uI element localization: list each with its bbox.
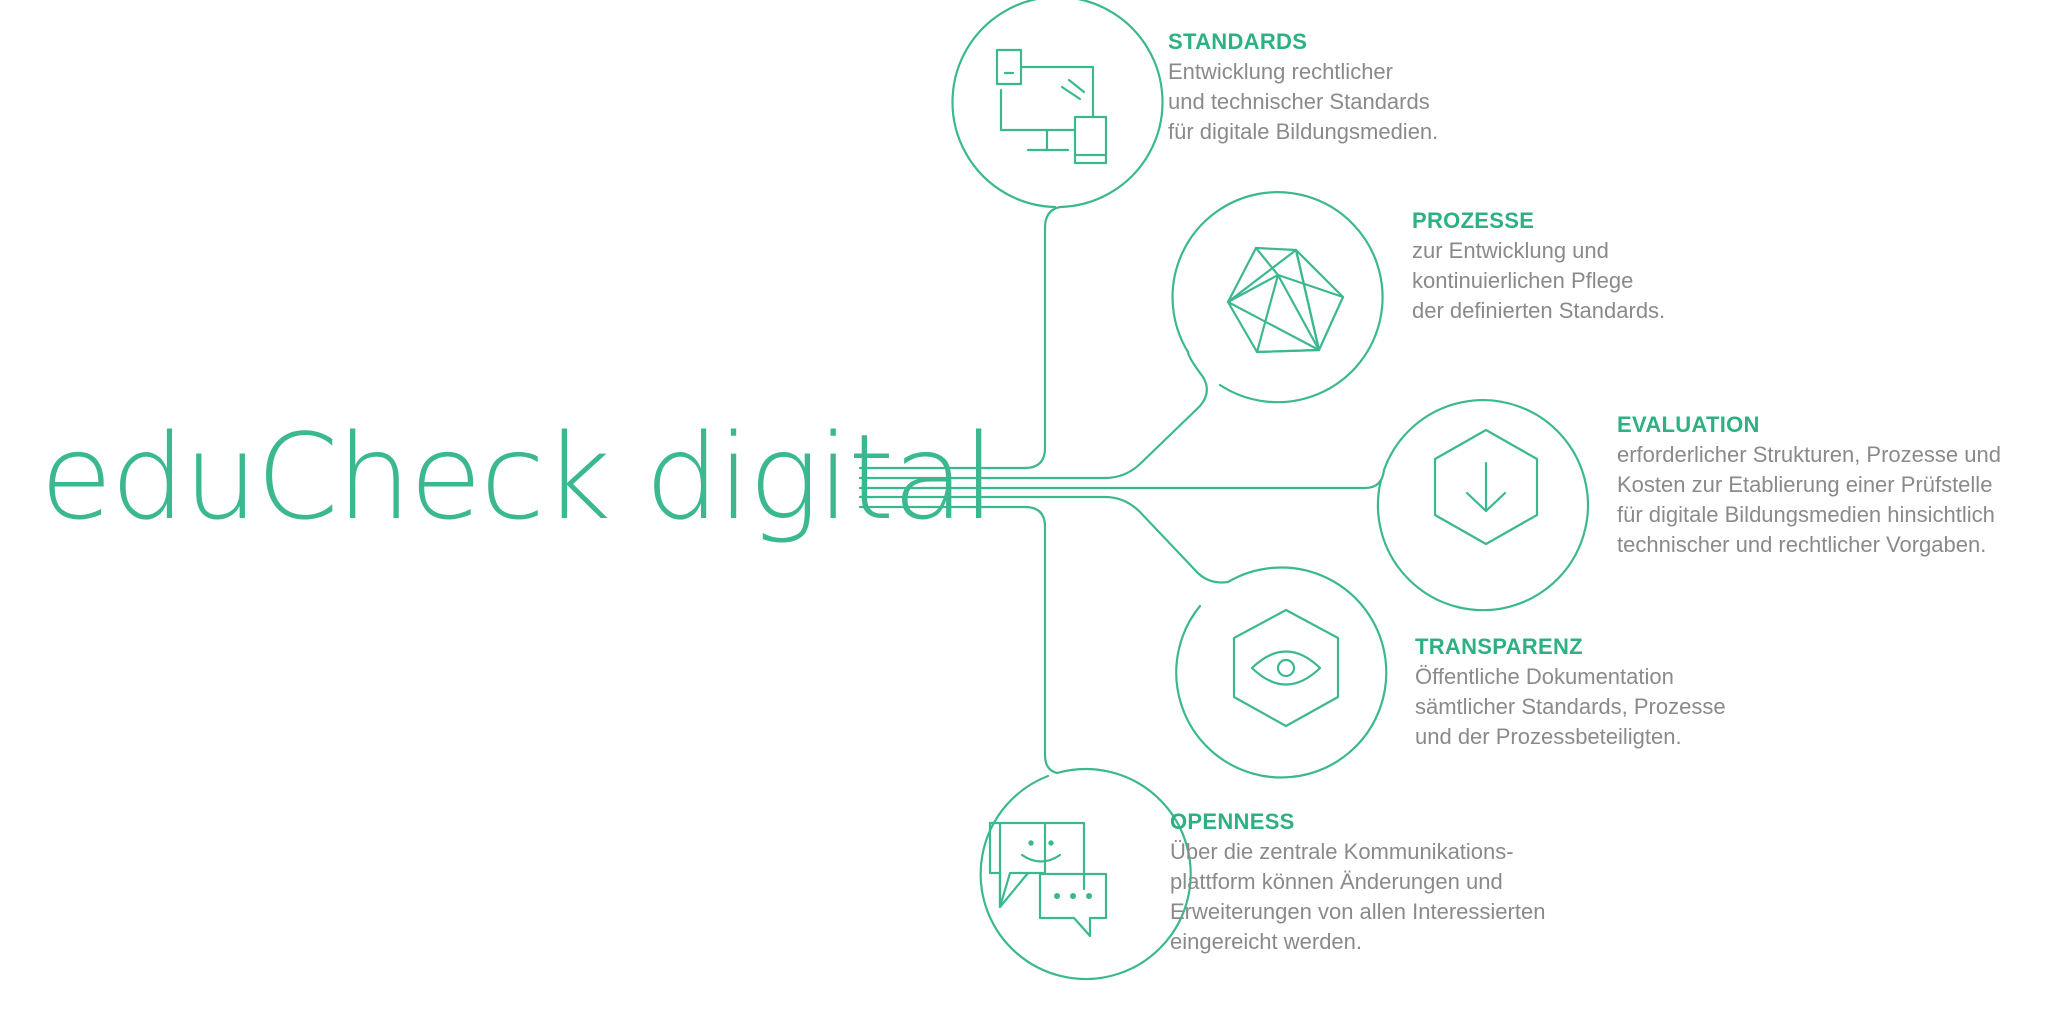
openness-line: Über die zentrale Kommunikations- [1170,839,1514,864]
evaluation-circle [1376,399,1590,612]
evaluation-line: technischer und rechtlicher Vorgaben. [1617,532,1987,557]
transparenz-circle [1175,566,1388,779]
prozesse-circle [1171,191,1384,404]
standards-text-block: STANDARDS Entwicklung rechtlicher und te… [1168,27,1438,147]
standards-line: und technischer Standards [1168,89,1430,114]
connector-lines [858,205,1386,775]
hexagon-arrow-down-icon [1433,428,1539,546]
openness-line: Erweiterungen von allen Interessierten [1170,899,1546,924]
standards-circle [951,0,1164,209]
openness-heading: OPENNESS [1170,809,1295,834]
chat-bubbles-icon [988,821,1108,938]
transparenz-text-block: TRANSPARENZ Öffentliche Dokumentation sä… [1415,632,1726,752]
prozesse-heading: PROZESSE [1412,208,1535,233]
evaluation-line: für digitale Bildungsmedien hinsichtlich [1617,502,1995,527]
transparenz-line: sämtlicher Standards, Prozesse [1415,694,1726,719]
evaluation-line: erforderlicher Strukturen, Prozesse und [1617,442,2001,467]
openness-circle [979,767,1192,981]
standards-line: für digitale Bildungsmedien. [1168,119,1439,144]
evaluation-line: Kosten zur Etablierung einer Prüfstelle [1617,472,1993,497]
page-title: eduCheck digital [40,408,995,546]
transparenz-heading: TRANSPARENZ [1415,634,1583,659]
transparenz-line: und der Prozessbeteiligten. [1415,724,1682,749]
hexagon-eye-icon [1232,608,1340,728]
openness-line: eingereicht werden. [1170,929,1363,954]
standards-line: Entwicklung rechtlicher [1168,59,1393,84]
prozesse-line: der definierten Standards. [1412,298,1666,323]
openness-text-block: OPENNESS Über die zentrale Kommunikation… [1170,807,1545,957]
prozesse-text-block: PROZESSE zur Entwicklung und kontinuierl… [1412,206,1665,326]
openness-line: plattform können Änderungen und [1170,869,1503,894]
devices-icon [995,48,1108,165]
transparenz-line: Öffentliche Dokumentation [1415,664,1674,689]
standards-heading: STANDARDS [1168,29,1308,54]
prozesse-line: zur Entwicklung und [1412,238,1609,263]
evaluation-text-block: EVALUATION erforderlicher Strukturen, Pr… [1617,410,2001,560]
prozesse-line: kontinuierlichen Pflege [1412,268,1634,293]
evaluation-heading: EVALUATION [1617,412,1760,437]
polyhedron-icon [1226,246,1345,354]
